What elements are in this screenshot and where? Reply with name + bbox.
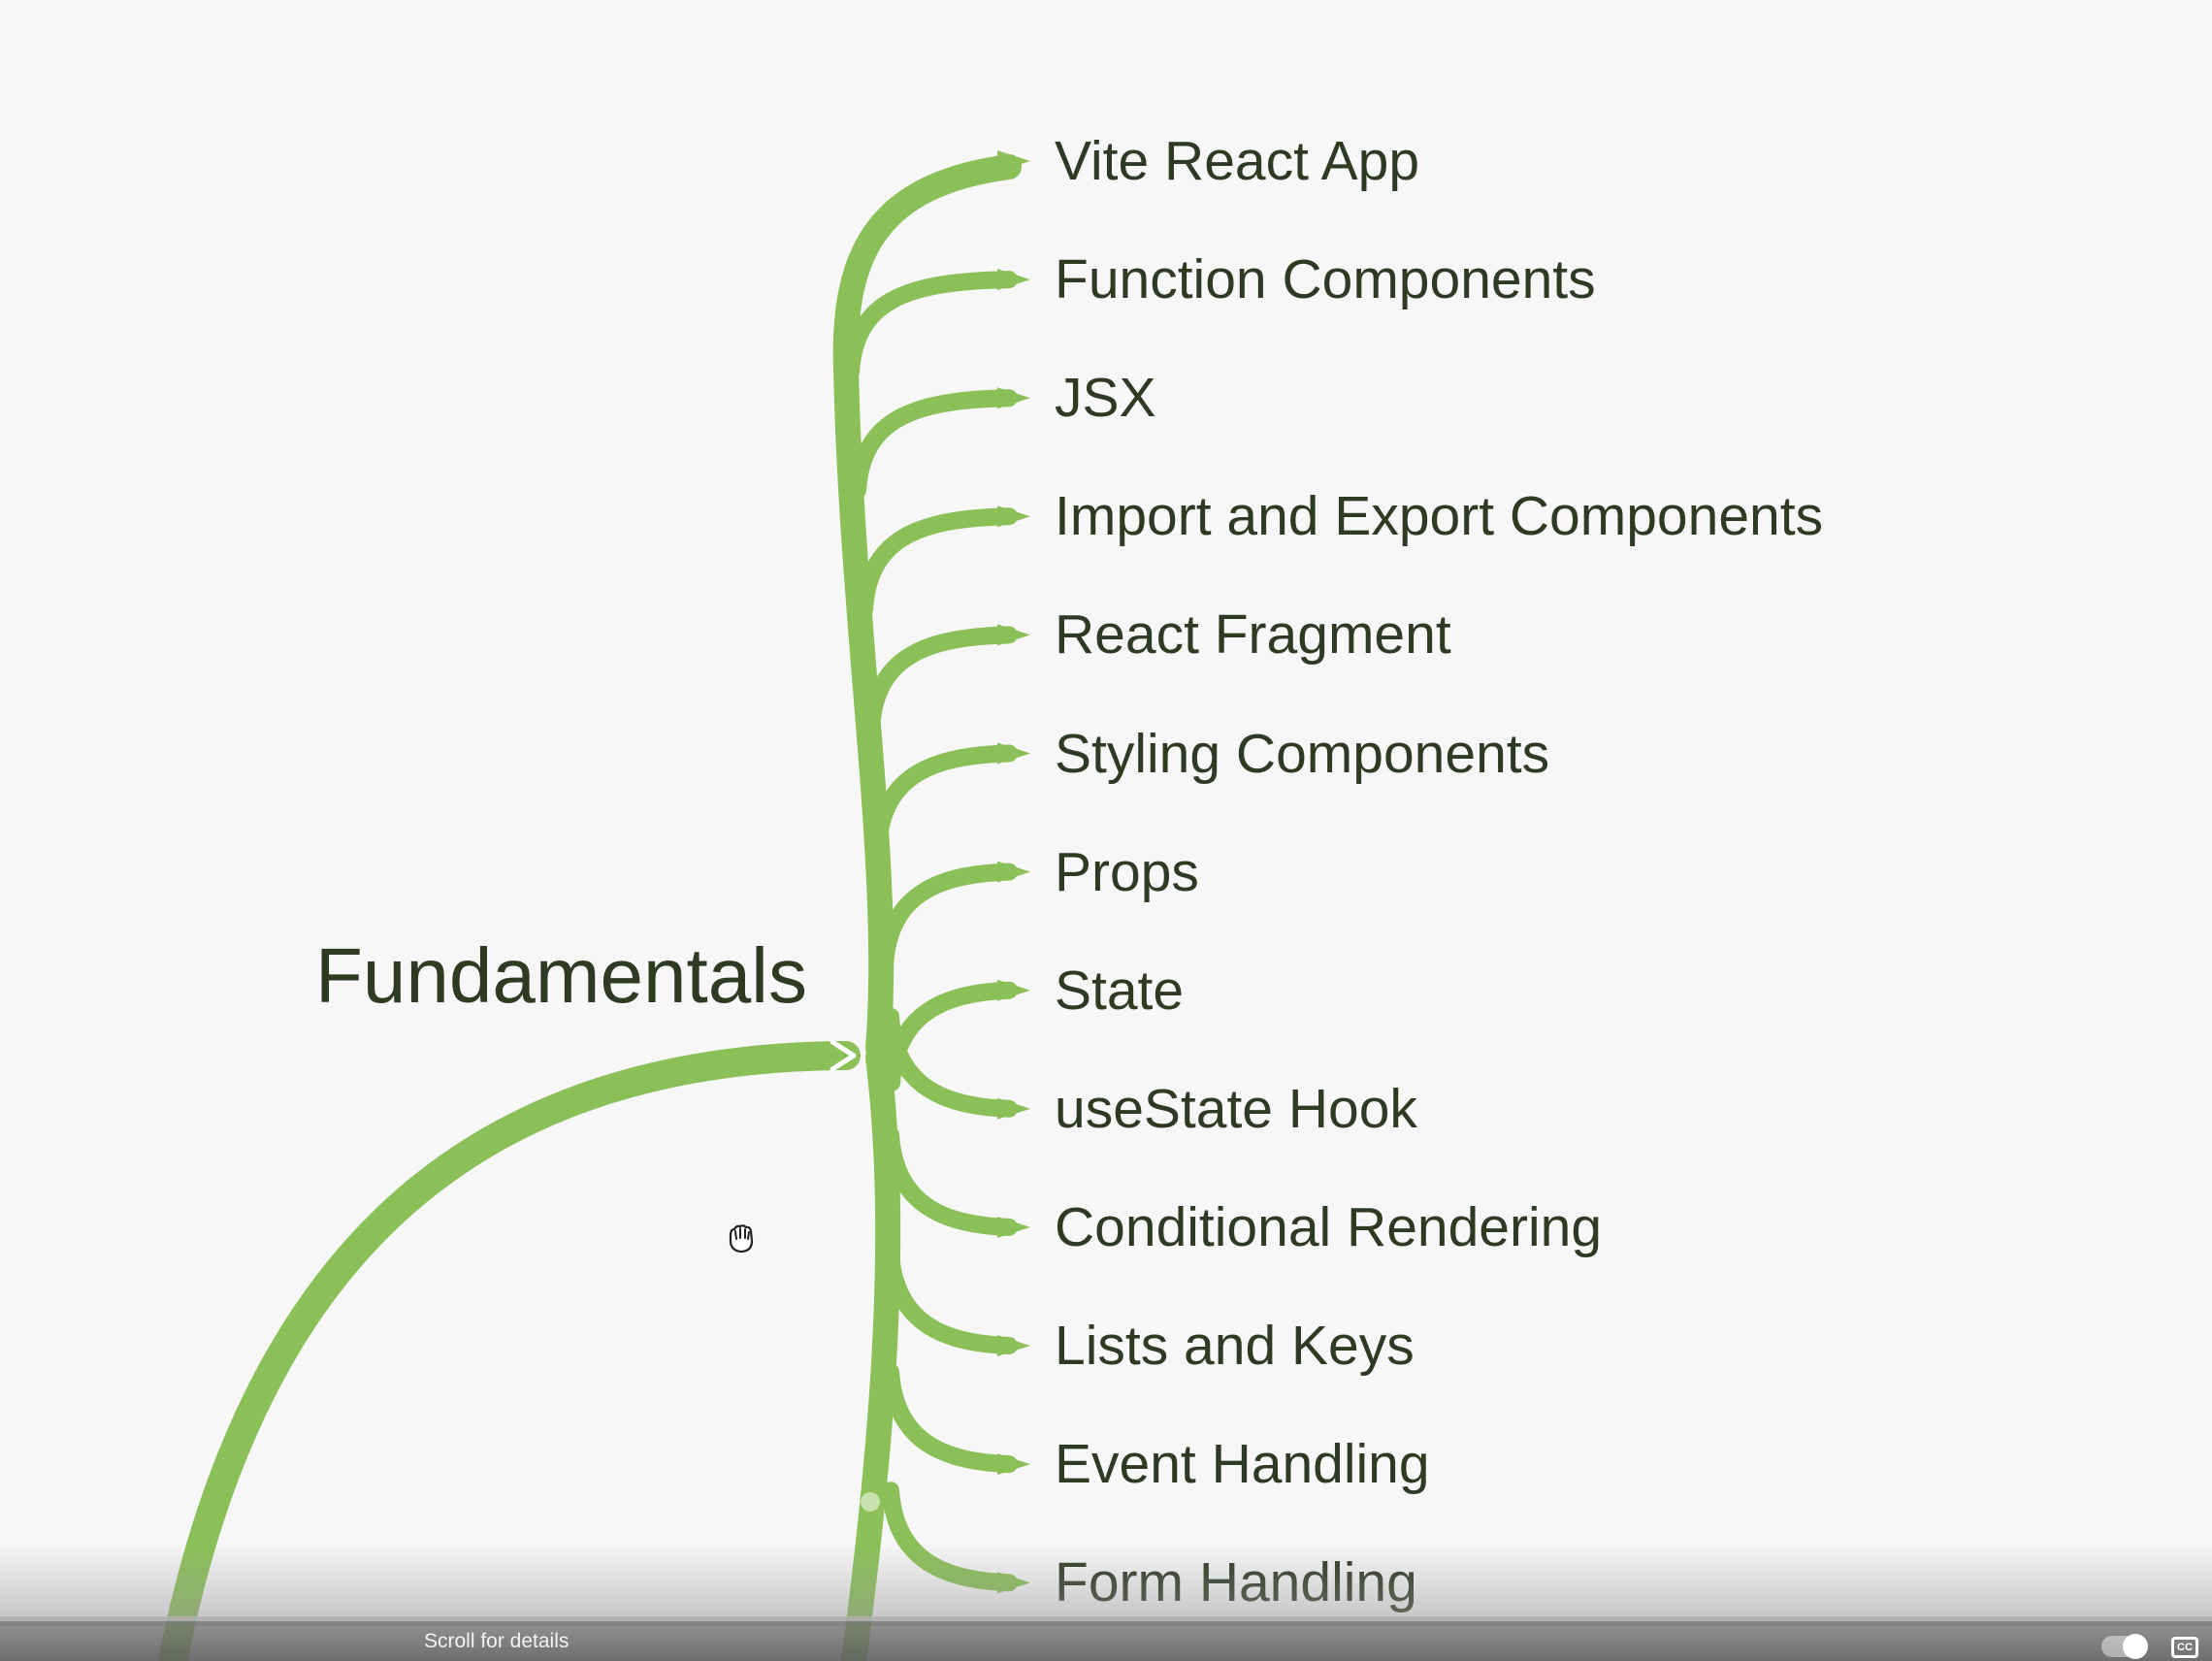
topic-vite-react-app[interactable]: Vite React App	[1055, 130, 1420, 192]
topic-branch	[869, 744, 1018, 855]
topic-lists-and-keys[interactable]: Lists and Keys	[1055, 1315, 1415, 1377]
cc-icon[interactable]: CC	[2171, 1637, 2198, 1658]
branch-tip	[997, 861, 1030, 883]
topic-import-and-export-components[interactable]: Import and Export Components	[1055, 485, 1824, 548]
topic-branch	[882, 1245, 1018, 1354]
topic-jsx[interactable]: JSX	[1055, 367, 1156, 430]
branch-tip	[997, 742, 1030, 765]
branch-tip	[997, 624, 1030, 646]
topic-branch	[876, 863, 1018, 973]
branch-tip	[997, 387, 1030, 409]
topic-branch	[862, 626, 1018, 736]
branch-tip	[997, 269, 1030, 291]
topic-branch	[882, 1007, 1018, 1118]
branch-tip	[997, 1097, 1030, 1120]
topic-branch	[882, 1482, 1018, 1592]
topic-event-handling[interactable]: Event Handling	[1055, 1433, 1430, 1496]
topic-react-fragment[interactable]: React Fragment	[1055, 603, 1451, 667]
branch-tip	[997, 1216, 1030, 1238]
branch-tip	[997, 1572, 1030, 1594]
hub-notch	[830, 1039, 857, 1072]
topic-branch	[882, 1363, 1018, 1474]
topic-styling-components[interactable]: Styling Components	[1055, 722, 1550, 785]
node-dot	[861, 1492, 880, 1512]
scroll-for-details-hint[interactable]: Scroll for details	[424, 1630, 569, 1652]
topic-branch	[856, 507, 1018, 618]
branch-tip	[997, 1335, 1030, 1356]
branch-tip	[997, 505, 1030, 528]
central-branch	[158, 1041, 861, 1661]
branch-tip	[997, 1453, 1030, 1476]
branch-tip	[997, 150, 1030, 172]
branch-tip	[997, 979, 1030, 1001]
topic-state[interactable]: State	[1055, 959, 1185, 1022]
trunk-upper	[832, 154, 1022, 1060]
autoplay-toggle-icon[interactable]	[2101, 1634, 2148, 1659]
central-topic-fundamentals[interactable]: Fundamentals	[315, 932, 807, 1019]
topic-form-handling[interactable]: Form Handling	[1055, 1551, 1417, 1614]
topic-usestate-hook[interactable]: useState Hook	[1055, 1077, 1417, 1140]
topic-branch	[849, 389, 1018, 500]
topic-function-components[interactable]: Function Components	[1055, 248, 1596, 311]
trunk-lower	[841, 1045, 901, 1661]
topic-props[interactable]: Props	[1055, 840, 1199, 903]
topic-branch	[842, 271, 1018, 381]
autoplay-knob	[2123, 1634, 2148, 1659]
video-player-controls: Scroll for details CC	[0, 1616, 2212, 1661]
progress-bar[interactable]	[0, 1616, 2212, 1621]
grab-hand-icon	[729, 1224, 754, 1254]
topic-conditional-rendering[interactable]: Conditional Rendering	[1055, 1195, 1603, 1258]
topic-branch	[882, 1125, 1018, 1236]
